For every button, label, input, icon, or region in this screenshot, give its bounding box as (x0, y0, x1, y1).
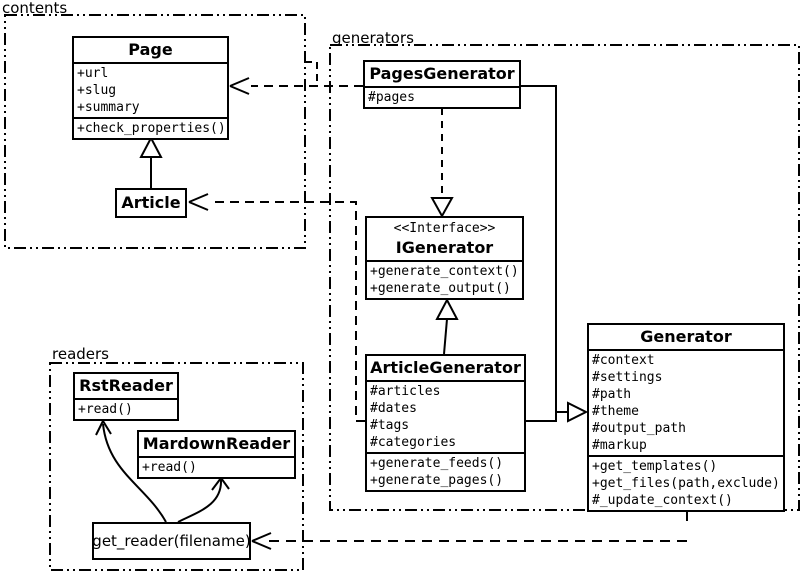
arrow-getreader-rstreader-line (102, 423, 167, 523)
attribute-row: #settings (592, 370, 663, 385)
package-generators-label: generators (332, 29, 414, 47)
attribute-row: #markup (592, 438, 647, 453)
method-row: +generate_output() (370, 281, 511, 296)
arrow-getreader-mardownreader-line (177, 479, 223, 523)
class-rstreader: RstReader +read() (73, 372, 179, 421)
class-articlegenerator-methods: +generate_feeds() +generate_pages() (367, 452, 524, 490)
class-mardownreader-methods: +read() (139, 456, 294, 477)
attribute-row: #categories (370, 435, 457, 450)
attribute-row: #theme (592, 404, 639, 419)
class-page-title: Page (128, 40, 173, 59)
attribute-row: #articles (370, 384, 441, 399)
class-page: Page +url +slug +summary +check_properti… (72, 36, 229, 140)
method-row: +check_properties() (77, 121, 226, 136)
class-article: Article (115, 188, 187, 218)
class-article-title: Article (121, 193, 181, 212)
class-mardownreader-title: MardownReader (142, 434, 291, 453)
class-articlegenerator-attributes: #articles #dates #tags #categories (367, 380, 524, 452)
connector-stub (305, 61, 318, 85)
method-row: +generate_context() (370, 264, 519, 279)
attribute-row: +slug (77, 83, 117, 98)
dependency-pagesgenerator-page-arrowhead (229, 77, 250, 95)
generalization-article-page-triangle (139, 135, 163, 158)
class-articlegenerator: ArticleGenerator #articles #dates #tags … (365, 354, 526, 492)
attribute-row: #pages (368, 90, 415, 105)
class-page-methods: +check_properties() (74, 117, 227, 138)
dependency-generator-getreader-arrowhead (251, 532, 272, 550)
package-readers-border (49, 362, 304, 571)
package-readers-label: readers (52, 345, 109, 363)
class-pagesgenerator-attributes: #pages (365, 86, 519, 107)
class-igenerator: <<Interface>> IGenerator +generate_conte… (365, 216, 524, 300)
function-box-get-reader: get_reader(filename) (92, 522, 251, 560)
class-generator: Generator #context #settings #path #them… (587, 323, 785, 512)
class-igenerator-title: IGenerator (395, 238, 494, 257)
class-igenerator-stereotype: <<Interface>> (393, 221, 496, 236)
class-rstreader-title: RstReader (79, 376, 173, 395)
method-row: +read() (78, 402, 133, 417)
method-row: #_update_context() (592, 493, 733, 508)
attribute-row: +summary (77, 100, 140, 115)
attribute-row: #output_path (592, 421, 686, 436)
method-row: +get_files(path,exclude) (592, 476, 780, 491)
package-contents-label: contents (2, 0, 68, 17)
class-articlegenerator-title: ArticleGenerator (370, 358, 521, 377)
generalization-generators-generator-line (520, 85, 568, 422)
method-row: +generate_pages() (370, 473, 504, 488)
arrow-getreader-mardownreader-arrowhead (211, 477, 230, 491)
package-contents-border (4, 14, 306, 249)
method-row: +generate_feeds() (370, 456, 504, 471)
generalization-generators-generator-triangle (567, 401, 589, 423)
dependency-articlegenerator-article-arrowhead (188, 193, 209, 211)
arrow-getreader-rstreader-arrowhead (95, 420, 112, 436)
class-generator-attributes: #context #settings #path #theme #output_… (589, 349, 783, 455)
attribute-row: +url (77, 66, 109, 81)
class-rstreader-methods: +read() (75, 398, 177, 419)
attribute-row: #tags (370, 418, 410, 433)
package-generators-border (329, 44, 800, 511)
class-generator-methods: +get_templates() +get_files(path,exclude… (589, 455, 783, 510)
class-igenerator-methods: +generate_context() +generate_output() (367, 260, 522, 298)
class-pagesgenerator: PagesGenerator #pages (363, 60, 521, 109)
method-row: +get_templates() (592, 459, 718, 474)
class-generator-title: Generator (640, 327, 732, 346)
class-page-attributes: +url +slug +summary (74, 62, 227, 117)
realization-pagesgenerator-igenerator-triangle (430, 197, 454, 219)
attribute-row: #context (592, 353, 655, 368)
method-row: +read() (142, 460, 197, 475)
attribute-row: #path (592, 387, 632, 402)
class-mardownreader: MardownReader +read() (137, 430, 296, 479)
attribute-row: #dates (370, 401, 417, 416)
realization-articlegenerator-igenerator-triangle (435, 297, 459, 320)
dependency-articlegenerator-article-line (212, 201, 365, 422)
realization-articlegenerator-igenerator-line (443, 318, 448, 355)
class-pagesgenerator-title: PagesGenerator (369, 64, 515, 83)
